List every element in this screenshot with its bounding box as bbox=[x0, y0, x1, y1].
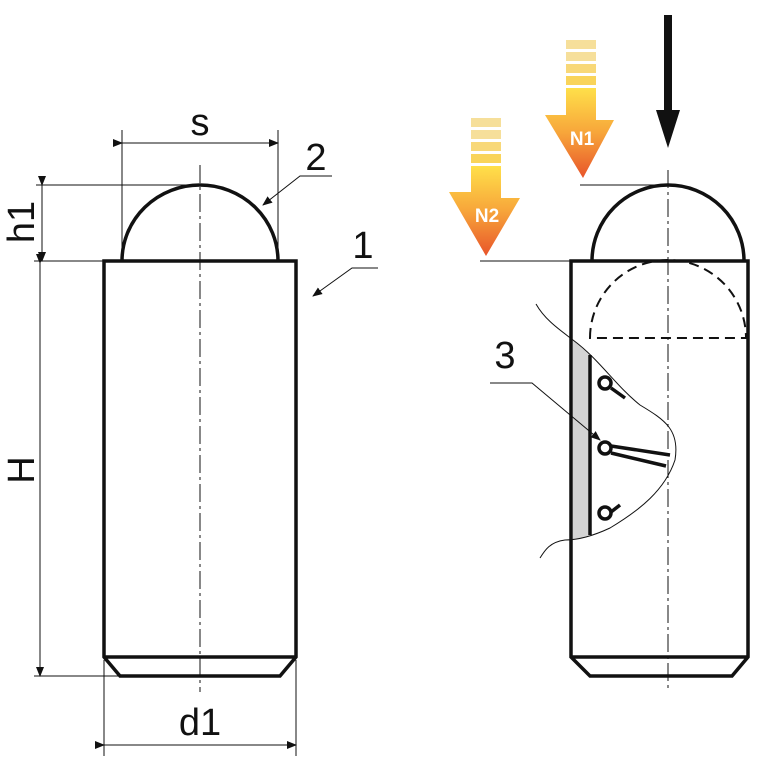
dimension-s bbox=[113, 130, 279, 258]
label-d1: d1 bbox=[179, 702, 221, 744]
leader-1 bbox=[312, 267, 378, 297]
spring-icon bbox=[597, 375, 671, 521]
leader-3 bbox=[490, 382, 601, 441]
ball-pressed-dashed bbox=[588, 259, 748, 339]
plunger-body bbox=[102, 259, 298, 678]
label-part1: 1 bbox=[352, 225, 373, 267]
right-view bbox=[480, 15, 750, 692]
label-H: H bbox=[1, 456, 43, 483]
n1-label: N1 bbox=[570, 129, 595, 150]
load-arrow-icon bbox=[656, 15, 680, 148]
label-h1: h1 bbox=[1, 201, 43, 243]
section-break-line bbox=[535, 303, 677, 559]
plunger-body-section bbox=[569, 259, 750, 678]
n2-label: N2 bbox=[475, 206, 499, 227]
label-s: s bbox=[191, 102, 210, 144]
dimension-h1 bbox=[34, 176, 200, 262]
force-arrow-n1: N1 bbox=[545, 40, 614, 178]
dimension-d1 bbox=[95, 660, 297, 756]
label-part2: 2 bbox=[305, 137, 326, 179]
force-arrow-n2: N2 bbox=[449, 118, 520, 256]
dimension-H bbox=[34, 254, 120, 677]
left-view bbox=[34, 130, 378, 756]
leader-2 bbox=[262, 175, 332, 206]
spring-gray-strip bbox=[573, 340, 590, 540]
label-part3: 3 bbox=[494, 335, 515, 377]
